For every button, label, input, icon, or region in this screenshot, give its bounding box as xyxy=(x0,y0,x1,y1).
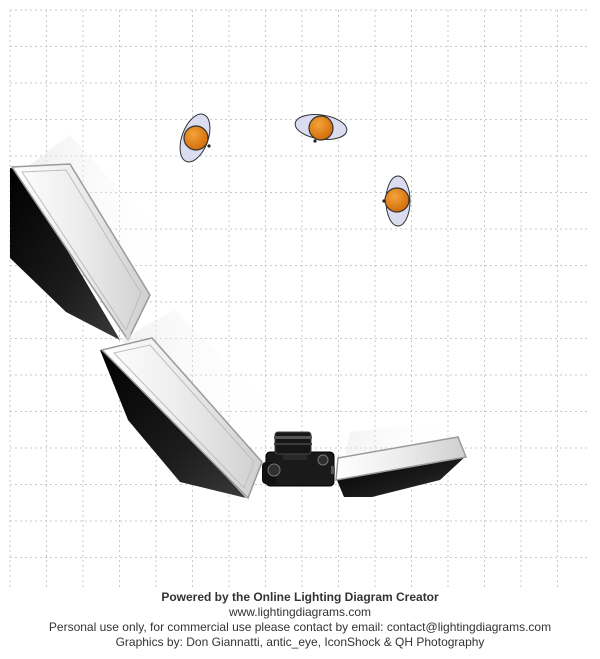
website-url: www.lightingdiagrams.com xyxy=(228,605,372,619)
softbox-diffuser xyxy=(335,436,468,481)
softbox-diffuser-inner xyxy=(113,344,255,489)
powered-by-text: Powered by the Online Lighting Diagram C… xyxy=(161,590,439,604)
softbox-diffuser xyxy=(100,337,263,500)
camera-lens-ring xyxy=(274,443,312,445)
background-grid xyxy=(9,9,590,590)
subject-3 xyxy=(382,175,411,227)
graphics-credits: Graphics by: Don Giannatti, antic_eye, I… xyxy=(115,635,485,649)
softbox-lower-left xyxy=(100,310,285,500)
subject-head xyxy=(183,125,209,151)
credits: Powered by the Online Lighting Diagram C… xyxy=(0,590,600,650)
subject-1 xyxy=(179,113,211,163)
subject-head xyxy=(308,115,334,141)
subject-nose-marker xyxy=(382,199,386,203)
camera-lens-ring xyxy=(274,436,312,439)
subject-head xyxy=(384,187,410,213)
light-beam xyxy=(345,420,462,455)
softbox-upper-left xyxy=(10,135,175,342)
softbox-diffuser-inner xyxy=(21,169,142,332)
camera-dial xyxy=(267,463,281,477)
softbox-diffuser xyxy=(10,163,151,342)
softbox-body xyxy=(10,168,120,340)
subject-2 xyxy=(294,114,348,143)
subject-nose-marker xyxy=(313,139,317,143)
softbox-right xyxy=(335,420,468,497)
light-beam xyxy=(120,310,285,455)
camera xyxy=(262,431,335,487)
subject-nose-marker xyxy=(207,144,211,148)
softbox-body xyxy=(100,350,246,498)
license-text: Personal use only, for commercial use pl… xyxy=(48,620,552,634)
camera-strap-lug xyxy=(331,466,335,474)
camera-dial xyxy=(317,454,329,466)
softbox-body xyxy=(336,456,466,497)
